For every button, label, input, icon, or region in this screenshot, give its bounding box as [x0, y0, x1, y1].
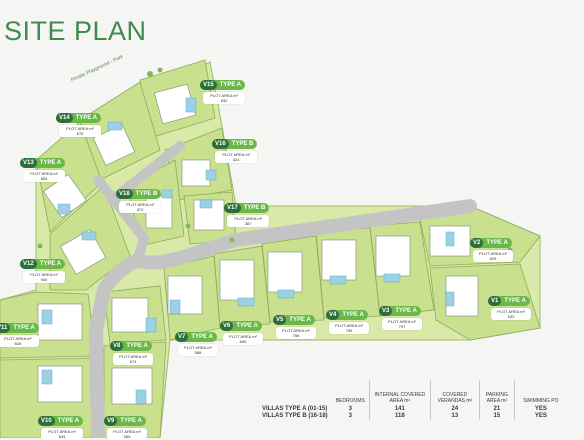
legend-row-name: VILLAS TYPE A (01-15)	[262, 406, 328, 412]
legend-header-pool: SWIMMING PO	[523, 398, 559, 404]
pools	[41, 97, 455, 405]
legend-header-bedrooms: BEDROOMS	[331, 380, 370, 406]
legend-cell: 118	[369, 413, 431, 420]
legend-table: BEDROOMS INTERNAL COVERED AREA m² COVERE…	[250, 380, 584, 438]
legend-cell: 141	[369, 406, 431, 413]
legend-cell: 15	[479, 413, 515, 420]
legend-header-verandas: COVERED VERANDAS m²	[430, 380, 480, 406]
legend-cell: YES	[534, 406, 547, 412]
legend-cell: 24	[430, 406, 480, 413]
legend-header-parking: PARKING AREA m²	[479, 380, 515, 406]
legend-header-internal: INTERNAL COVERED AREA m²	[369, 380, 431, 406]
legend-cell: 13	[430, 413, 480, 420]
page-title: SITE PLAN	[4, 16, 147, 46]
legend-cell: YES	[534, 413, 547, 419]
legend-cell: 21	[479, 406, 515, 413]
legend-row-name: VILLAS TYPE B (16-18)	[262, 413, 328, 419]
legend-corner	[250, 380, 332, 406]
legend-cell: 3	[331, 413, 370, 420]
legend-cell: 3	[331, 406, 370, 413]
